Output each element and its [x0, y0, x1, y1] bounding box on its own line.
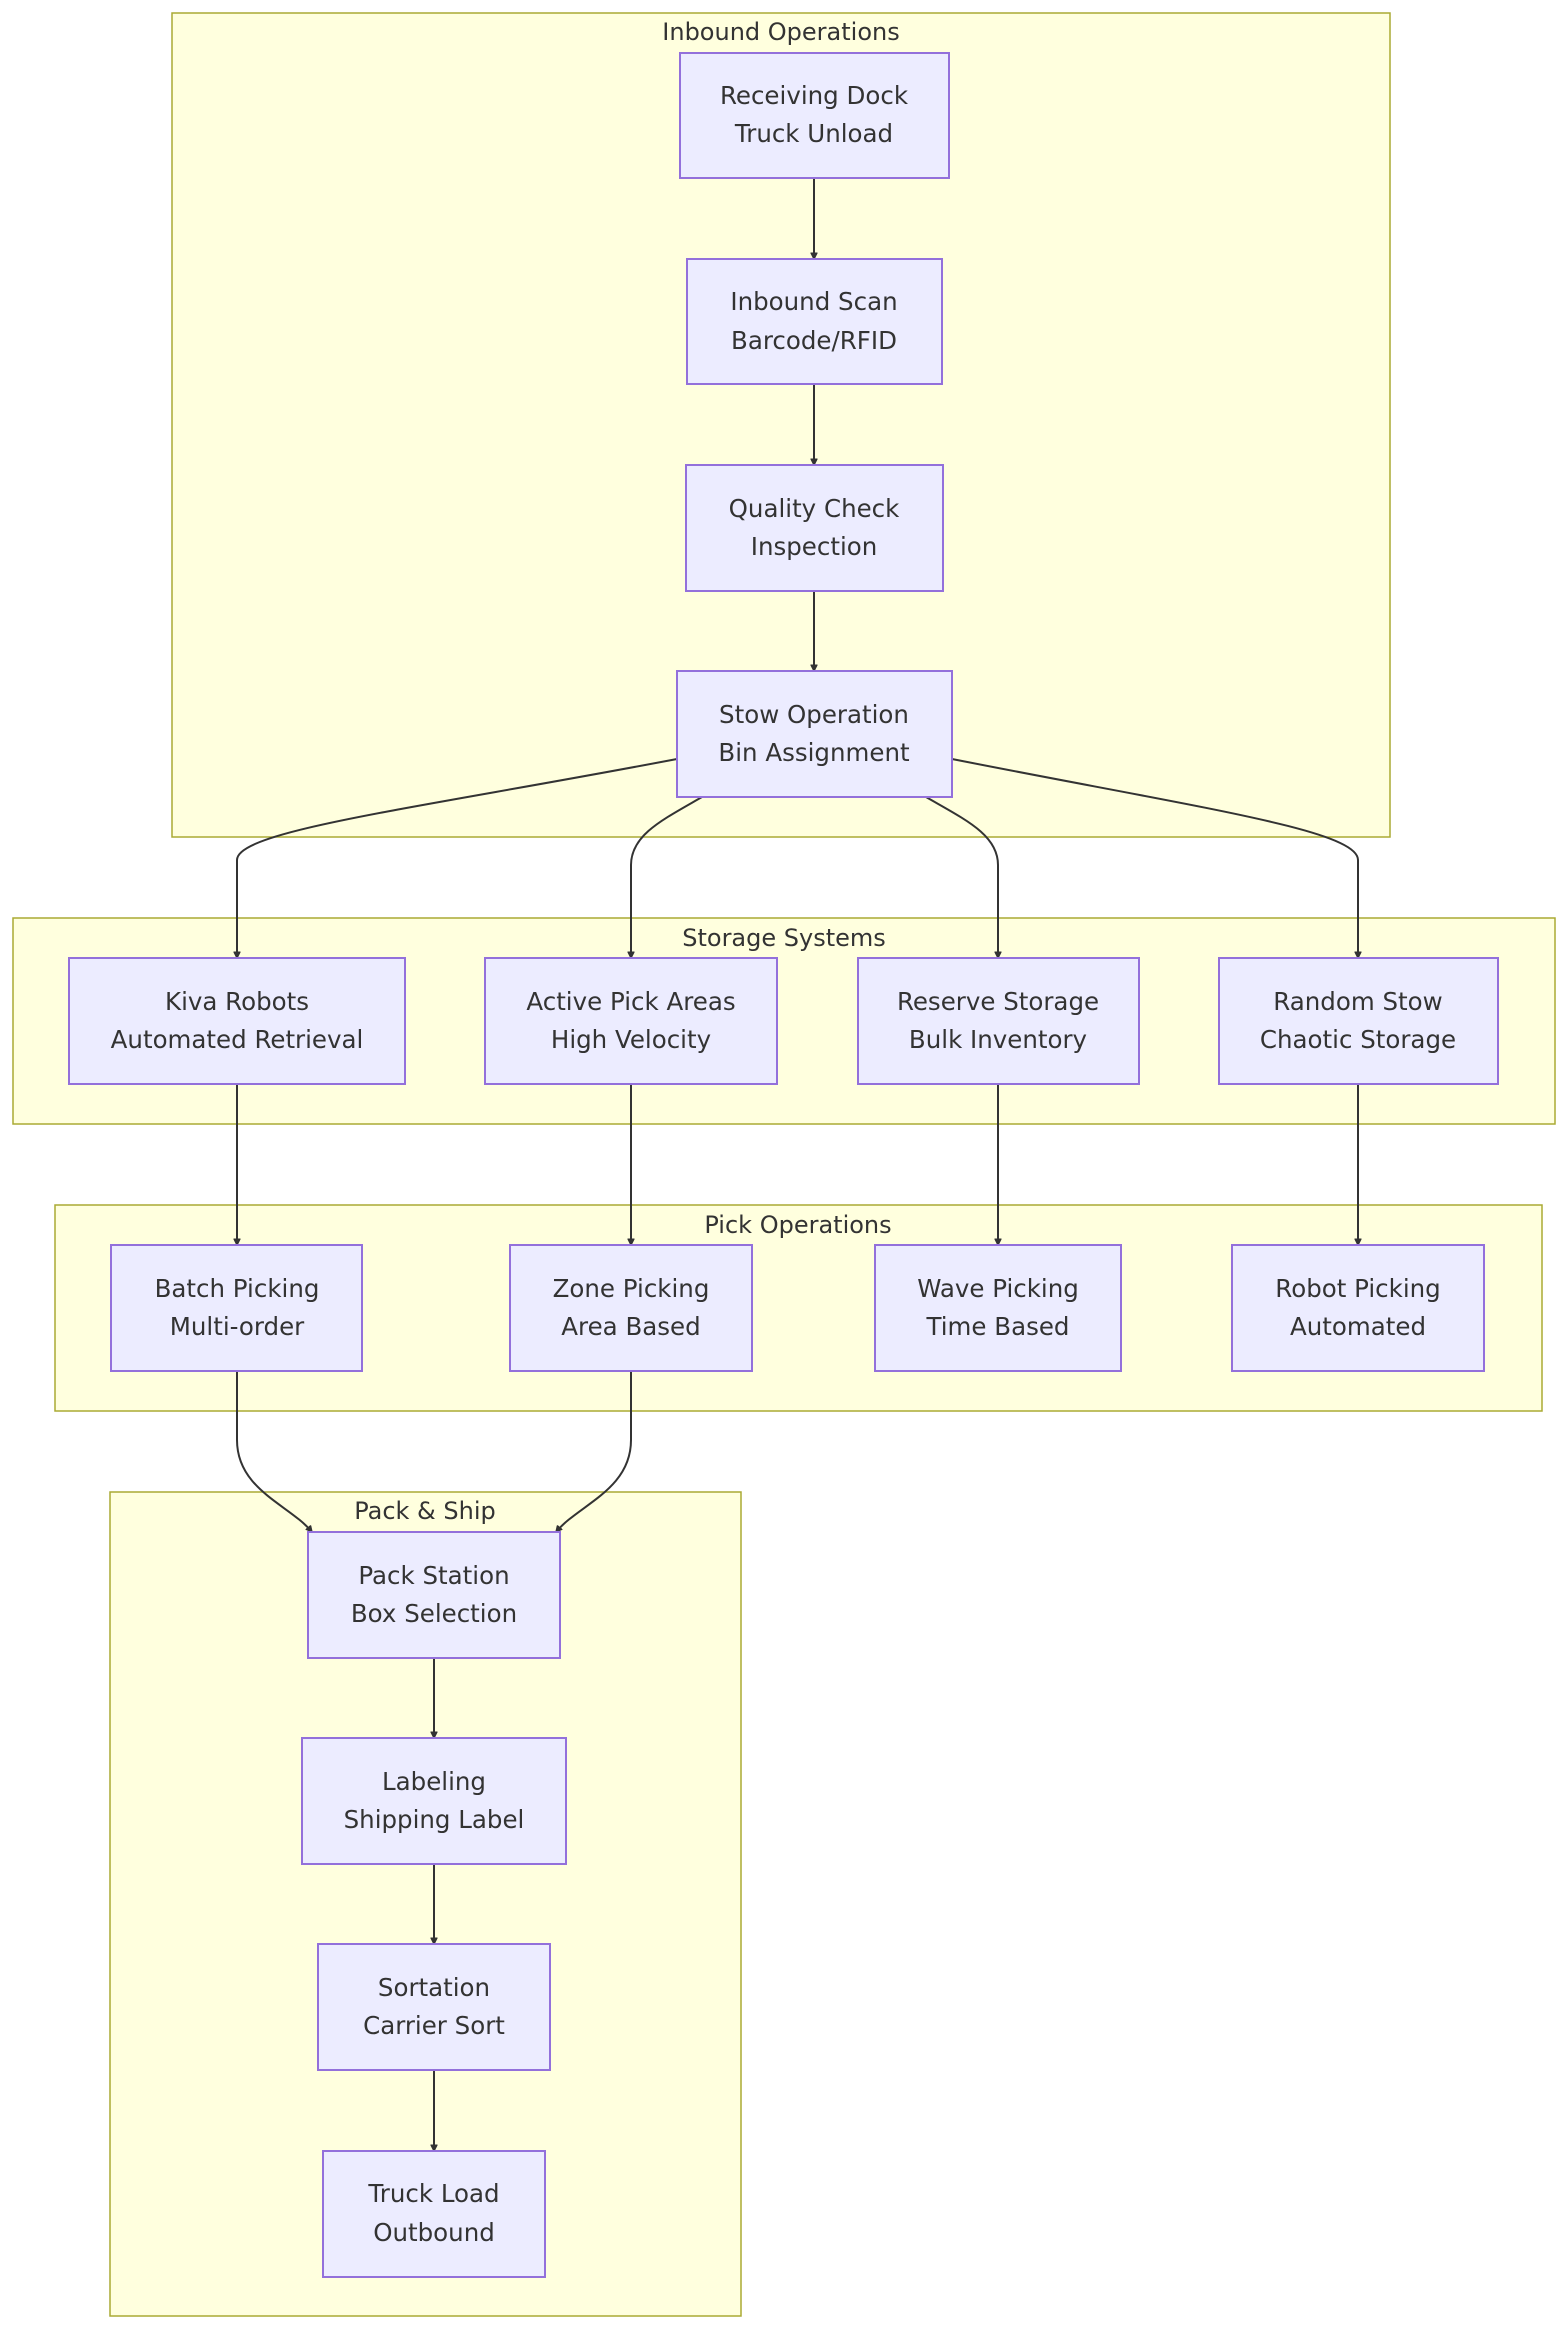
- cluster-title: Pick Operations: [704, 1211, 891, 1239]
- node-line-1: Quality Check: [729, 494, 901, 523]
- edge-stow-to-random: [951, 758, 1358, 958]
- node-line-2: Multi-order: [170, 1312, 305, 1341]
- node-line-2: Bin Assignment: [718, 738, 910, 767]
- node-stow-operation: Stow Operation Bin Assignment: [676, 670, 953, 798]
- node-zone-picking: Zone Picking Area Based: [509, 1244, 753, 1372]
- edge-stow-to-kiva: [237, 758, 678, 958]
- node-line-2: Automated: [1290, 1312, 1426, 1341]
- node-kiva-robots: Kiva Robots Automated Retrieval: [68, 957, 406, 1085]
- node-pack-station: Pack Station Box Selection: [307, 1531, 561, 1659]
- node-line-2: Automated Retrieval: [111, 1025, 364, 1054]
- node-line-2: Chaotic Storage: [1260, 1025, 1456, 1054]
- node-sortation: Sortation Carrier Sort: [317, 1943, 551, 2071]
- node-wave-picking: Wave Picking Time Based: [874, 1244, 1122, 1372]
- node-active-pick-areas: Active Pick Areas High Velocity: [484, 957, 778, 1085]
- node-line-1: Batch Picking: [155, 1274, 320, 1303]
- node-line-1: Labeling: [382, 1767, 486, 1796]
- node-truck-load: Truck Load Outbound: [322, 2150, 546, 2278]
- node-inbound-scan: Inbound Scan Barcode/RFID: [686, 258, 943, 385]
- node-line-2: Bulk Inventory: [909, 1025, 1087, 1054]
- node-reserve-storage: Reserve Storage Bulk Inventory: [857, 957, 1140, 1085]
- edges: [237, 178, 1358, 2151]
- edge-zone-to-pack: [556, 1371, 632, 1532]
- node-line-1: Sortation: [378, 1973, 490, 2002]
- node-batch-picking: Batch Picking Multi-order: [110, 1244, 363, 1372]
- node-line-1: Inbound Scan: [730, 287, 897, 316]
- cluster-title: Storage Systems: [682, 924, 886, 952]
- edge-stow-to-reserve: [925, 796, 998, 958]
- node-line-1: Truck Load: [367, 2179, 499, 2208]
- node-line-2: Inspection: [751, 532, 878, 561]
- edge-batch-to-pack: [236, 1371, 312, 1532]
- node-line-1: Pack Station: [358, 1561, 509, 1590]
- node-line-1: Stow Operation: [719, 700, 909, 729]
- node-line-2: Area Based: [561, 1312, 700, 1341]
- node-receiving-dock: Receiving Dock Truck Unload: [679, 52, 950, 179]
- node-line-2: Shipping Label: [344, 1805, 525, 1834]
- node-line-1: Receiving Dock: [720, 81, 909, 110]
- node-line-1: Reserve Storage: [897, 987, 1099, 1016]
- node-line-1: Zone Picking: [553, 1274, 710, 1303]
- node-line-2: Box Selection: [351, 1599, 517, 1628]
- node-line-2: Truck Unload: [734, 119, 893, 148]
- node-labeling: Labeling Shipping Label: [301, 1737, 567, 1865]
- cluster-title: Inbound Operations: [662, 18, 899, 46]
- node-line-2: Barcode/RFID: [731, 326, 897, 355]
- node-line-2: Time Based: [926, 1312, 1070, 1341]
- node-line-1: Wave Picking: [917, 1274, 1079, 1303]
- node-robot-picking: Robot Picking Automated: [1231, 1244, 1485, 1372]
- node-random-stow: Random Stow Chaotic Storage: [1218, 957, 1499, 1085]
- node-line-2: Carrier Sort: [363, 2011, 505, 2040]
- cluster-title: Pack & Ship: [354, 1497, 496, 1525]
- node-line-1: Random Stow: [1273, 987, 1442, 1016]
- node-line-1: Kiva Robots: [165, 987, 309, 1016]
- node-quality-check: Quality Check Inspection: [685, 464, 944, 592]
- edge-stow-to-active: [631, 796, 703, 958]
- node-line-2: Outbound: [373, 2218, 495, 2247]
- node-line-1: Robot Picking: [1275, 1274, 1440, 1303]
- node-line-2: High Velocity: [551, 1025, 711, 1054]
- node-line-1: Active Pick Areas: [526, 987, 735, 1016]
